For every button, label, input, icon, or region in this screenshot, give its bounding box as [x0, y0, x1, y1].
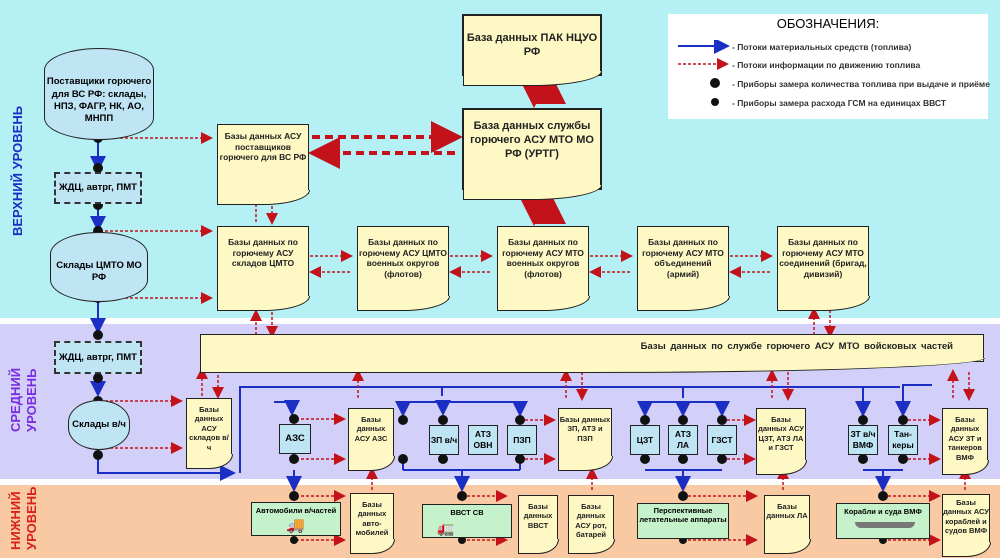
central-refueling-czt: ЦЗТ	[630, 425, 660, 455]
czt-atz-gzst-database: Базы данных АСУ ЦЗТ, АТЗ ЛА и ГЗСТ	[755, 408, 807, 475]
zp-atz-pzp-database: Базы данных ЗП, АТЗ и ПЗП	[557, 408, 613, 471]
advanced-aircraft-label: Перспективные летательные аппараты	[639, 506, 727, 525]
transport-rail-road-pipeline: ЖДЦ, автрг, ПМТ	[54, 172, 142, 204]
refueling-point-zp: ЗП в/ч	[429, 425, 459, 455]
companies-batteries-database: Базы данных АСУ рот, батарей	[567, 495, 615, 554]
lower-level-label-line1: НИЖНИЙ	[8, 491, 23, 550]
vehicles-database: Базы данных авто-мобилей	[349, 493, 395, 554]
unit-vehicles-label: Автомобили в/частей	[255, 506, 337, 515]
field-refueling-point-pzp: ПЗП	[507, 425, 537, 455]
tankers: Тан-керы	[888, 425, 918, 455]
material-flow-lines	[90, 140, 932, 492]
legend-title: ОБОЗНАЧЕНИЯ:	[776, 16, 880, 31]
gzst-station: ГЗСТ	[707, 425, 737, 455]
cmto-districts-database: Базы данных по горючему АСУ ЦМТО военных…	[356, 226, 450, 311]
navy-ships: Корабли и суда ВМФ	[836, 503, 930, 539]
meter-icons	[93, 133, 908, 544]
ship-icon	[855, 522, 915, 528]
middle-level-label-line2: УРОВЕНЬ	[24, 368, 39, 433]
legend-item: - Приборы замера количества топлива при …	[732, 79, 990, 89]
zt-tankers-database: Базы данных АСУ ЗТ и танкеров ВМФ	[941, 408, 989, 475]
info-flow-lines	[100, 132, 975, 546]
navy-ships-label: Корабли и суда ВМФ	[844, 507, 922, 516]
legend-item: - Потоки информации по движению топлива	[732, 60, 921, 70]
legend: ОБОЗНАЧЕНИЯ: - Потоки материальных средс…	[668, 14, 990, 119]
fuel-suppliers-storage: Поставщики горючего для ВС РФ: склады, Н…	[44, 48, 154, 140]
mto-districts-database: Базы данных по горючему АСУ МТО военных …	[496, 226, 590, 311]
brigades-divisions-database: Базы данных по горючему АСУ МТО соединен…	[776, 226, 870, 311]
aircraft-database: Базы данных ЛА	[763, 495, 811, 554]
tank-icon: 🚛	[437, 520, 455, 536]
pak-nzuo-database: База данных ПАК НЦУО РФ	[462, 14, 602, 86]
unit-warehouses-database: Базы данных АСУ складов в/ч	[185, 398, 233, 469]
fuel-station-azs: АЗС	[279, 424, 311, 454]
ground-forces-equipment-label: ВВСТ СВ	[450, 508, 484, 517]
military-units-fuel-database-banner: Базы данных по службе горючего АСУ МТО в…	[199, 334, 985, 373]
vvst-database: Базы данных ВВСТ	[517, 495, 559, 554]
armies-database: Базы данных по горючему АСУ МТО объедине…	[636, 226, 730, 311]
navy-fuel-depot: ЗТ в/ч ВМФ	[848, 425, 878, 455]
ground-forces-equipment: ВВСТ СВ 🚛	[422, 504, 512, 538]
ships-database: Базы данных АСУ кораблей и судов ВМФ	[941, 494, 991, 557]
middle-level-label-line1: СРЕДНИЙ	[8, 367, 23, 432]
lower-level-label-line2: УРОВЕНЬ	[24, 486, 39, 551]
azs-database: Базы данных АСУ АЗС	[347, 408, 395, 471]
meter-large-icon	[710, 78, 720, 88]
upper-level-label: ВЕРХНИЙ УРОВЕНЬ	[10, 105, 25, 236]
legend-item: - Приборы замера расхода ГСМ на единицах…	[732, 98, 947, 108]
advanced-aircraft: Перспективные летательные аппараты	[637, 503, 729, 539]
legend-item: - Потоки материальных средств (топлива)	[732, 42, 912, 52]
transport-rail-road-pipeline-middle: ЖДЦ, автрг, ПМТ	[54, 341, 142, 374]
urtg-database: База данных службы горючего АСУ МТО МО Р…	[462, 108, 602, 200]
meter-small-icon	[711, 98, 719, 106]
legend-symbols	[678, 40, 730, 106]
suppliers-asu-database: Базы данных АСУ поставщиков горючего для…	[216, 124, 310, 205]
aircraft-fuel-truck-atz-la: АТЗ ЛА	[668, 425, 698, 455]
cmto-warehouses-storage: Склады ЦМТО МО РФ	[50, 232, 148, 302]
truck-icon: 🚚	[286, 517, 305, 534]
unit-vehicles: Автомобили в/частей 🚚	[251, 502, 341, 536]
cmto-warehouses-database: Базы данных по горючему АСУ складов ЦМТО	[216, 226, 310, 311]
unit-warehouses-storage: Склады в/ч	[68, 400, 130, 450]
fuel-truck-atz-ovn: АТЗ ОВН	[468, 425, 498, 455]
